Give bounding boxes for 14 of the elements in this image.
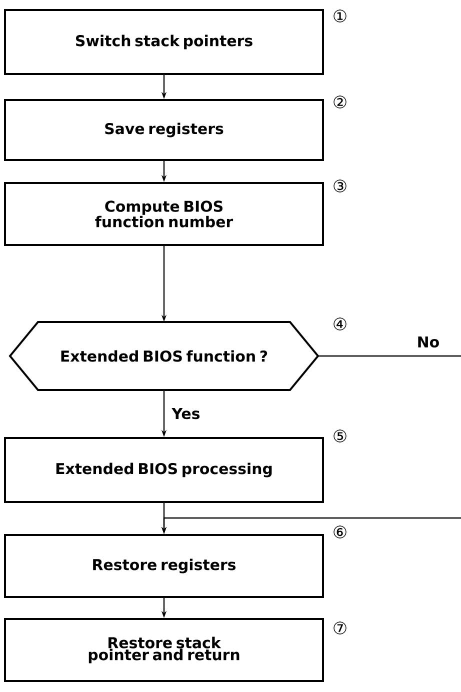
- callout-number: ⑦: [334, 622, 346, 634]
- callout-number: ③: [334, 180, 346, 192]
- callout-number: ⑤: [334, 430, 346, 442]
- edge-label: Yes: [170, 407, 202, 420]
- process-box: Restore registers: [4, 534, 324, 598]
- process-box: Restore stack pointer and return: [4, 618, 324, 682]
- process-box: Extended BIOS processing: [4, 437, 324, 503]
- process-box: Compute BIOS function number: [4, 182, 324, 246]
- edge-label: No: [416, 335, 441, 349]
- callout-number: ②: [334, 96, 346, 108]
- process-box: Switch stack pointers: [4, 9, 324, 75]
- process-box: Save registers: [4, 99, 324, 161]
- callout-number: ⑥: [334, 526, 346, 538]
- callout-number: ④: [334, 318, 346, 330]
